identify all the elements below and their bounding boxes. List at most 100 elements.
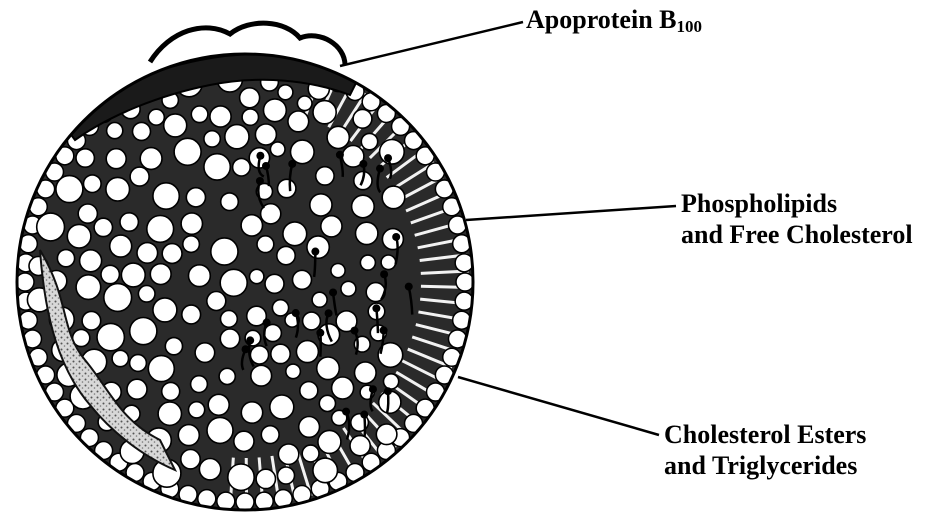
lipid-sphere bbox=[264, 324, 281, 341]
lipid-sphere bbox=[278, 179, 296, 197]
lipid-sphere bbox=[37, 213, 65, 241]
lipid-sphere bbox=[318, 430, 341, 453]
lipid-tail-head bbox=[392, 233, 400, 241]
lipid-sphere bbox=[278, 467, 295, 484]
lipid-sphere bbox=[133, 122, 151, 140]
lipid-sphere bbox=[211, 238, 238, 265]
lipid-tail-head bbox=[405, 283, 413, 291]
lipid-sphere bbox=[319, 395, 335, 411]
lipid-tail-head bbox=[369, 385, 377, 393]
lipid-tail-head bbox=[288, 160, 296, 168]
lipid-tail-head bbox=[325, 309, 333, 317]
lipid-sphere bbox=[384, 374, 399, 389]
lipid-sphere bbox=[165, 338, 182, 355]
lipid-sphere bbox=[204, 154, 230, 180]
leader-line-esters bbox=[458, 377, 659, 435]
lipid-sphere bbox=[186, 188, 205, 207]
lipid-sphere bbox=[272, 300, 288, 316]
label-apoprotein-main: Apoprotein B bbox=[526, 5, 677, 34]
lipid-sphere bbox=[207, 292, 226, 311]
lipid-sphere bbox=[221, 193, 239, 211]
lipid-sphere bbox=[140, 148, 162, 170]
phospholipid-head bbox=[456, 273, 474, 291]
lipid-sphere bbox=[293, 270, 312, 289]
lipid-sphere bbox=[158, 402, 181, 425]
lipid-tail-head bbox=[372, 304, 380, 312]
lipid-tail-head bbox=[380, 326, 388, 334]
lipid-sphere bbox=[182, 305, 201, 324]
phospholipid-head bbox=[236, 493, 254, 511]
lipid-sphere bbox=[271, 344, 290, 363]
lipid-sphere bbox=[208, 394, 229, 415]
lipid-sphere bbox=[148, 356, 174, 382]
lipid-tail-head bbox=[316, 329, 324, 337]
lipid-sphere bbox=[147, 216, 174, 243]
lipid-sphere bbox=[296, 341, 318, 363]
lipid-sphere bbox=[57, 250, 74, 267]
lipid-sphere bbox=[174, 138, 201, 165]
lipid-sphere bbox=[130, 318, 157, 345]
lipid-tail-head bbox=[242, 345, 250, 353]
lipid-sphere bbox=[84, 175, 102, 193]
lipid-sphere bbox=[94, 218, 112, 236]
lipid-sphere bbox=[220, 269, 247, 296]
lipid-sphere bbox=[332, 377, 354, 399]
label-phospholipids-line1: Phospholipids bbox=[681, 188, 913, 219]
lipid-tail-head bbox=[311, 248, 319, 256]
lipid-sphere bbox=[199, 459, 220, 480]
lipid-sphere bbox=[240, 88, 260, 108]
lipid-sphere bbox=[356, 222, 378, 244]
lipid-tail-head bbox=[256, 177, 264, 185]
lipid-sphere bbox=[191, 106, 208, 123]
lipid-sphere bbox=[355, 362, 377, 384]
lipid-tail-head bbox=[384, 154, 392, 162]
label-cholesterol-esters: Cholesterol Esters and Triglycerides bbox=[664, 419, 866, 481]
lipid-sphere bbox=[317, 357, 340, 380]
lipid-sphere bbox=[376, 424, 397, 445]
lipid-tail-head bbox=[359, 160, 367, 168]
lipid-sphere bbox=[286, 364, 301, 379]
lipid-sphere bbox=[321, 216, 342, 237]
lipid-sphere bbox=[153, 183, 179, 209]
lipid-sphere bbox=[204, 131, 220, 147]
lipid-sphere bbox=[97, 323, 124, 350]
lipid-tail-head bbox=[329, 288, 337, 296]
lipid-sphere bbox=[288, 111, 309, 132]
lipid-sphere bbox=[303, 312, 321, 330]
lipid-tail-head bbox=[336, 151, 344, 159]
lipid-tail-head bbox=[380, 270, 388, 278]
lipid-sphere bbox=[191, 376, 208, 393]
lipid-sphere bbox=[80, 250, 102, 272]
lipoprotein-particle bbox=[16, 23, 474, 511]
lipid-sphere bbox=[265, 274, 284, 293]
lipid-sphere bbox=[121, 263, 145, 287]
lipid-sphere bbox=[130, 355, 147, 372]
lipid-sphere bbox=[313, 458, 338, 483]
lipid-sphere bbox=[148, 109, 164, 125]
phospholipid-head bbox=[16, 273, 34, 291]
lipid-sphere bbox=[256, 469, 275, 488]
lipid-sphere bbox=[183, 236, 200, 253]
lipid-sphere bbox=[112, 350, 128, 366]
lipid-sphere bbox=[101, 265, 119, 283]
lipid-sphere bbox=[106, 149, 126, 169]
lipid-sphere bbox=[106, 177, 130, 201]
lipid-sphere bbox=[162, 382, 180, 400]
leader-line-apoprotein bbox=[340, 22, 523, 66]
lipid-sphere bbox=[76, 149, 94, 167]
lipid-tail-head bbox=[263, 319, 271, 327]
lipid-sphere bbox=[138, 286, 155, 303]
lipid-sphere bbox=[316, 167, 334, 185]
lipid-tail-head bbox=[256, 152, 264, 160]
lipid-sphere bbox=[127, 379, 147, 399]
lipid-sphere bbox=[195, 343, 215, 363]
lipid-sphere bbox=[270, 142, 285, 157]
lipid-sphere bbox=[67, 224, 91, 248]
lipid-sphere bbox=[241, 215, 262, 236]
lipid-sphere bbox=[299, 417, 320, 438]
lipid-sphere bbox=[219, 368, 235, 384]
lipid-sphere bbox=[352, 195, 375, 218]
lipid-sphere bbox=[104, 284, 132, 312]
lipid-sphere bbox=[178, 425, 199, 446]
lipid-sphere bbox=[107, 123, 123, 139]
